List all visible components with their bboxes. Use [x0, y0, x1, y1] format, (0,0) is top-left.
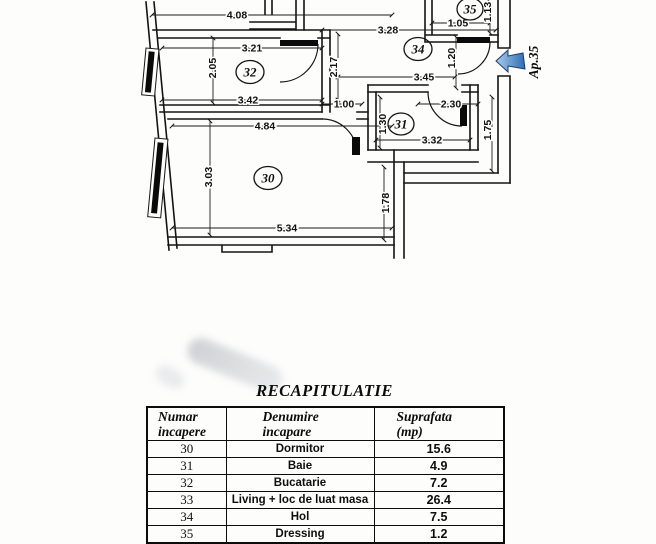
svg-text:34: 34 [411, 42, 426, 57]
dim-label: 1.00 [334, 99, 355, 111]
room-name-cell: Dormitor [225, 440, 375, 458]
door-arc-room31 [427, 91, 463, 127]
col-header-suprafata: Suprafata (mp) [373, 406, 505, 441]
room-name-cell: Hol [225, 508, 375, 526]
dim-label: 1.20 [446, 48, 458, 69]
svg-text:35: 35 [463, 2, 478, 17]
door-leaf-room30 [352, 137, 360, 155]
door-leaf-room31 [460, 105, 467, 126]
dim-label: 2.30 [441, 99, 462, 111]
recap-title: RECAPITULATIE [256, 381, 393, 400]
dim-label: 4.08 [227, 10, 248, 22]
dim-label: 1.13 [482, 2, 494, 23]
dim-label: 3.45 [414, 72, 435, 84]
room-name-cell: Living + loc de luat masa [225, 491, 375, 509]
door-leaf-room32 [280, 40, 318, 46]
table-row: 33 Living + loc de luat masa 26.4 [146, 491, 505, 509]
table-row: 31 Baie 4.9 [146, 457, 505, 475]
room-area-cell: 7.2 [373, 474, 505, 492]
room-name-cell: Bucatarie [225, 474, 375, 492]
table-row: 35 Dressing 1.2 [146, 525, 505, 544]
dim-label: 4.84 [255, 121, 276, 133]
room-area-cell: 26.4 [373, 491, 505, 509]
col-header-numar: Numar incapere [146, 406, 227, 441]
recap-header-row: Numar incapere Denumire incapare Suprafa… [146, 406, 505, 441]
room-number-cell: 30 [146, 440, 227, 458]
dim-label: 3.03 [203, 167, 215, 188]
apartment-entrance-label: Ap.35 [526, 45, 541, 79]
room-labels: 30 31 32 34 35 [235, 0, 484, 191]
door-arc-room30 [321, 118, 358, 155]
doors [279, 37, 491, 155]
dimension-labels: 4.08 3.28 3.21 3.42 1.00 3.45 4.84 5.34 … [202, 0, 496, 236]
room-area-cell: 4.9 [373, 457, 505, 475]
entrance: Ap.35 [495, 45, 541, 79]
door-arc-room35 [457, 41, 491, 75]
floor-plan: 4.08 3.28 3.21 3.42 1.00 3.45 4.84 5.34 … [141, 0, 541, 259]
room-area-cell: 7.5 [373, 508, 505, 526]
scanned-floor-plan-page: { "plan": { "rooms": { "r30": "30", "r31… [141, 0, 541, 544]
room-number-cell: 33 [146, 491, 227, 509]
room-number-cell: 34 [146, 508, 227, 526]
col-header-denumire: Denumire incapare [225, 406, 375, 441]
dim-label: 5.34 [277, 223, 298, 235]
dim-label: 3.21 [242, 43, 263, 55]
svg-text:31: 31 [394, 117, 408, 132]
recap-table: Numar incapere Denumire incapare Suprafa… [146, 406, 505, 544]
table-row: 34 Hol 7.5 [146, 508, 505, 526]
room-32-label: 32 [235, 59, 265, 85]
dim-label: 1.30 [377, 114, 389, 135]
dim-label: 3.42 [238, 95, 259, 107]
room-name-cell: Dressing [225, 525, 375, 544]
room-area-cell: 15.6 [373, 440, 505, 458]
room-area-cell: 1.2 [373, 525, 505, 544]
room-number-cell: 35 [146, 525, 227, 544]
walls [145, 0, 511, 259]
entrance-arrow-icon [495, 48, 526, 74]
dimension-lines [149, 0, 499, 243]
dim-label: 1.78 [380, 193, 392, 214]
room-name-cell: Baie [225, 457, 375, 475]
room-30-label: 30 [253, 165, 283, 191]
dim-label: 3.28 [378, 25, 399, 37]
dim-label: 3.32 [422, 135, 443, 147]
dim-label: 1.05 [448, 18, 469, 30]
room-number-cell: 31 [146, 457, 227, 475]
door-arc-room32 [279, 43, 319, 83]
room-31-label: 31 [387, 112, 415, 136]
dim-label: 1.75 [482, 120, 494, 141]
room-number-cell: 32 [146, 474, 227, 492]
window-lower [147, 137, 169, 219]
svg-text:30: 30 [261, 171, 276, 186]
dim-label: 2.05 [207, 58, 219, 79]
dim-label: 2.17 [328, 57, 340, 78]
room-34-label: 34 [403, 36, 433, 62]
window-upper [141, 47, 160, 97]
svg-text:32: 32 [243, 65, 258, 80]
table-row: 32 Bucatarie 7.2 [146, 474, 505, 492]
table-row: 30 Dormitor 15.6 [146, 440, 505, 458]
door-leaf-room35 [457, 37, 490, 43]
room-35-label: 35 [456, 0, 484, 21]
